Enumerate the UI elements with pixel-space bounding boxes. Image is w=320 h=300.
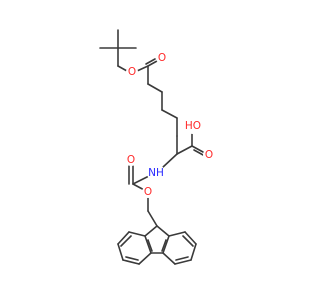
bond — [117, 65, 128, 72]
atom-label: O — [158, 52, 166, 64]
bond — [162, 235, 170, 254]
bond — [147, 239, 153, 252]
amide-nitrogen-label: NH — [147, 164, 165, 182]
bond — [136, 65, 149, 72]
bond — [147, 210, 158, 227]
bond — [147, 60, 158, 67]
acid-carbonyl-oxygen-label: O — [203, 149, 215, 161]
bond — [156, 225, 170, 237]
bond — [145, 58, 156, 65]
atom-label: O — [127, 154, 135, 166]
bond — [120, 235, 132, 247]
bond — [125, 256, 139, 261]
atom-label: O — [144, 186, 152, 198]
atom-label: HO — [185, 120, 201, 132]
bond — [117, 231, 130, 245]
bond — [161, 153, 178, 169]
bond — [144, 235, 152, 254]
bond — [182, 235, 194, 247]
atom-label: O — [205, 149, 213, 161]
carbamate-carbonyl-oxygen-label: O — [125, 154, 137, 166]
carbamate-oxygen-label: O — [142, 186, 154, 198]
atom-label: NH — [148, 167, 164, 179]
ester-carbonyl-oxygen-label: O — [156, 52, 168, 64]
bond — [175, 256, 189, 261]
ester-oxygen-label: O — [126, 66, 138, 78]
bond — [132, 175, 150, 185]
bond — [122, 259, 140, 265]
bond — [174, 259, 192, 265]
bonds — [99, 29, 206, 265]
bond — [147, 83, 163, 93]
atom-label: O — [128, 66, 136, 78]
molecule-drawing: O O HO O NH O O — [99, 29, 215, 265]
bond — [117, 243, 124, 261]
bond — [161, 109, 178, 119]
bond — [190, 243, 197, 261]
structure-diagram: O O HO O NH O O — [99, 29, 215, 265]
atom-labels: O O HO O NH O O — [125, 52, 215, 198]
bond — [138, 252, 152, 265]
acid-hydroxyl-label: HO — [185, 118, 201, 134]
bond — [168, 231, 186, 237]
bond — [184, 231, 197, 245]
bond — [162, 252, 176, 265]
bond — [176, 145, 193, 155]
bond — [191, 145, 204, 153]
bond — [144, 225, 158, 237]
bond — [161, 239, 167, 252]
bond — [128, 231, 146, 237]
